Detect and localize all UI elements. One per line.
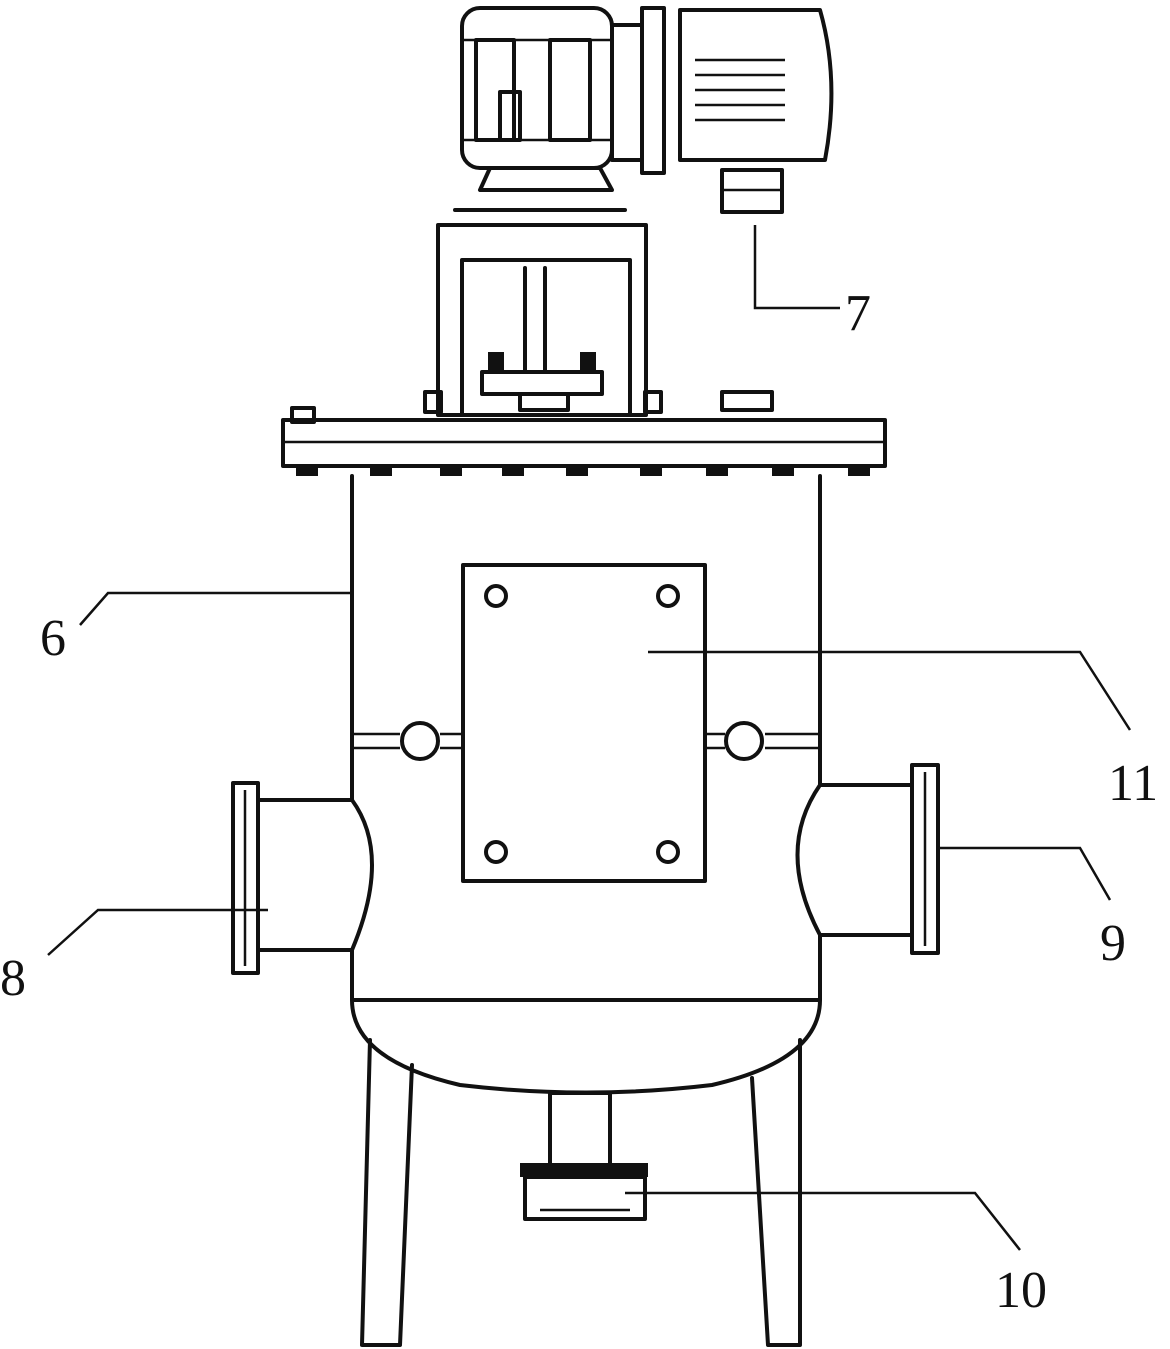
callout-7: 7: [845, 285, 871, 342]
gear-reducer: [460, 6, 666, 192]
inspection-cover: [461, 563, 707, 883]
callout-9: 9: [1100, 915, 1126, 972]
callout-10: 10: [995, 1262, 1047, 1319]
callout-6: 6: [40, 610, 66, 667]
motor-bracket: [423, 208, 774, 417]
leader-lines: [47, 225, 1132, 1251]
top-flange: [281, 406, 887, 476]
electric-motor: [678, 8, 834, 214]
drain-pipe: [520, 1091, 648, 1221]
outlet-pipe: [818, 763, 940, 955]
callout-11: 11: [1108, 755, 1158, 812]
callout-8: 8: [0, 950, 26, 1007]
housing-shell: [350, 474, 822, 1095]
inlet-pipe: [231, 781, 354, 975]
